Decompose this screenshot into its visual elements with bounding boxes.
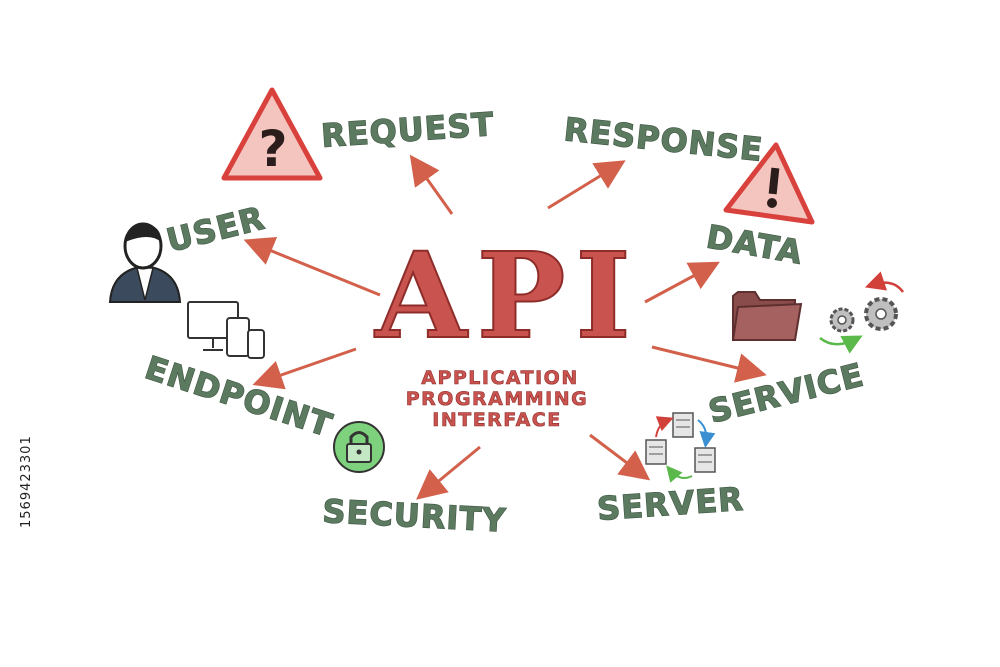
- arrow-security: [416, 445, 481, 500]
- api-title: API: [374, 226, 640, 365]
- svg-text:?: ?: [258, 120, 287, 178]
- arrow-request: [409, 154, 454, 215]
- arrows: [243, 154, 767, 500]
- label-server: SERVER: [596, 480, 745, 528]
- label-request: REQUEST: [320, 105, 496, 155]
- padlock-icon: [333, 421, 385, 473]
- label-user: USER: [163, 199, 269, 260]
- arrow-server: [589, 433, 651, 481]
- arrow-response: [547, 160, 626, 210]
- arrow-user: [243, 237, 381, 297]
- label-security: SECURITY: [322, 492, 508, 540]
- question-warning-icon: ?: [221, 87, 323, 181]
- subtitle-line-2: PROGRAMMING: [406, 388, 589, 410]
- label-response: RESPONSE: [562, 110, 765, 169]
- gears-icon: [819, 271, 905, 354]
- label-data: DATA: [704, 217, 806, 271]
- exclamation-warning-icon: [723, 142, 815, 225]
- user-icon: [108, 222, 182, 303]
- folder-icon: [731, 291, 803, 341]
- arrow-endpoint: [252, 347, 357, 390]
- label-endpoint: ENDPOINT: [141, 348, 338, 444]
- arrow-service: [651, 345, 767, 383]
- arrow-data: [644, 261, 720, 304]
- subtitle-line-1: APPLICATION: [421, 367, 579, 389]
- devices-icon: [187, 301, 265, 359]
- server-network-icon: [645, 412, 716, 483]
- side-id-text: 1569423301: [19, 435, 34, 528]
- subtitle-line-3: INTERFACE: [432, 409, 561, 431]
